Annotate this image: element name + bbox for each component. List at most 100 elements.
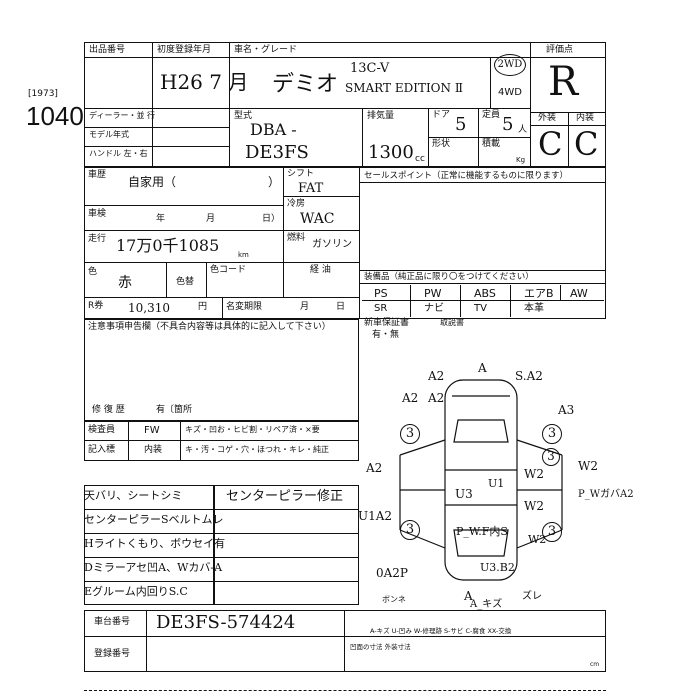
capacity-label: 定員 — [482, 110, 501, 120]
type-top: DBA - — [250, 120, 297, 139]
dealer-label: ディーラー・並 行 — [89, 111, 155, 120]
damage-legend: A-キズ U-凹み W-修理跡 S-サビ C-腐食 XX-交換 — [370, 627, 512, 635]
fuel-value: ガソリン — [312, 239, 352, 250]
color-code-label: 色コード — [210, 265, 247, 275]
dmg-label-4: S.A2 — [515, 369, 543, 383]
dmg-label-1: A2 — [428, 369, 445, 383]
remark-5: Eグルーム内回りS.C — [84, 585, 188, 598]
equip-sr: SR — [374, 303, 388, 314]
color-label: 色 — [88, 267, 98, 277]
repair-value: 有〔箇所 — [156, 405, 193, 415]
doors-value: 5 — [455, 114, 467, 135]
circle-3-mid-right: 3 — [542, 448, 560, 466]
notes-frame — [84, 319, 359, 421]
ac-label: 冷房 — [287, 199, 306, 209]
chassis-label: 車台番号 — [94, 617, 131, 627]
manual-label: 取説書 — [440, 318, 464, 327]
equip-aw: AW — [570, 287, 588, 300]
first-reg-label: 初度登録年月 — [157, 45, 212, 55]
circle-3-front-left: 3 — [400, 424, 420, 444]
recycle-value: 10,310 — [128, 301, 170, 315]
fuel-label: 燃料 — [287, 233, 306, 243]
dmg-label-2: A2 — [402, 391, 419, 405]
new-car-label: 新車保証書 — [364, 318, 410, 328]
dmg-label-13: U3 — [455, 487, 473, 501]
dmg-top-a: A — [478, 361, 487, 375]
dmg-label-12: U1A2 — [358, 509, 393, 523]
model-year-label: モデル年式 — [89, 130, 129, 139]
dmg-label-9: W2 — [578, 459, 598, 473]
fw-codes: キズ・凹お・ヒビ割・リペア済・×要 — [185, 425, 320, 434]
footer-frame — [84, 610, 606, 672]
dmg-label-19: ズレ — [522, 591, 542, 602]
equip-ps: PS — [374, 287, 388, 300]
notes-label: 注意事項申告欄（不具合内容等は具体的に記入して下さい） — [88, 322, 331, 332]
equip-leather: 本革 — [524, 303, 544, 314]
equip-navi: ナビ — [424, 303, 444, 314]
name-change-label: 名変期限 — [226, 302, 263, 312]
ac-value: WAC — [300, 211, 335, 227]
usage-value: 自家用（ — [128, 175, 177, 189]
remark-4: Dミラーアセ凹A、Wカバ-A — [84, 561, 223, 574]
repair-note: センターピラー修正 — [226, 489, 344, 504]
dmg-label-10: W2 — [528, 533, 547, 546]
lot-label: 出品番号 — [89, 45, 126, 55]
model-grade-label: 車名・グレード — [234, 45, 298, 55]
dmg-label-18: A_キズ — [470, 599, 503, 610]
interior-codes: キ・汚・コゲ・穴・ほつれ・キレ・純正 — [185, 445, 329, 454]
color-change-label: 色替 — [176, 277, 195, 287]
equipment-label: 装備品（純正品に限り〇をつけてください） — [364, 272, 534, 282]
dmg-bottom-a: A — [464, 589, 473, 603]
score-value: R — [548, 59, 579, 105]
drive-4wd: 4WD — [498, 87, 522, 98]
dmg-label-7: W2 — [524, 467, 544, 481]
econ-label: 経 油 — [310, 265, 331, 275]
remarks-frame — [84, 485, 214, 605]
lot-number: 1040 — [26, 101, 84, 131]
dmg-label-11: U1 — [488, 477, 505, 490]
new-car-value: 有・無 — [372, 330, 400, 340]
equip-abs: ABS — [474, 287, 496, 300]
model-name: デミオ — [272, 72, 339, 97]
recycle-label: R券 — [88, 301, 104, 311]
mileage-label: 走行 — [88, 234, 107, 244]
interior-label: 内装 — [576, 113, 595, 123]
circle-3-front-right: 3 — [542, 424, 562, 444]
type-label: 型式 — [234, 111, 253, 121]
chassis-value: DE3FS-574424 — [156, 612, 296, 633]
sales-point-label: セールスポイント（正常に機能するものに限ります） — [364, 171, 569, 181]
exterior-grade: C — [538, 125, 563, 163]
repair-label: 修 復 歴 — [92, 405, 125, 415]
footer-note-label: 凹面の寸法 外装寸法 — [350, 643, 411, 651]
usage-close: ） — [268, 175, 281, 189]
circle-3-rear-right: 3 — [542, 522, 562, 542]
km-unit: km — [238, 251, 249, 259]
score-label: 評価点 — [546, 45, 574, 55]
details-frame — [84, 167, 606, 319]
name-change-day: 日 — [336, 302, 346, 312]
person-unit: 人 — [518, 125, 528, 135]
shape-label: 形状 — [432, 139, 451, 149]
dmg-label-5: A3 — [558, 403, 575, 417]
inspection-month: 月 — [206, 214, 216, 224]
dmg-label-8: W2 — [524, 499, 544, 513]
mileage-value: 17万0千1085 — [116, 236, 220, 255]
symbols-label: 記入標 — [88, 445, 116, 455]
inspection-label: 車検 — [88, 209, 107, 219]
inspection-day: 日） — [262, 214, 281, 224]
equip-tv: TV — [474, 303, 487, 314]
yen-unit: 円 — [198, 302, 208, 312]
circle-3-rear-left: 3 — [400, 520, 420, 540]
dmg-label-14: P_WガバA2 — [578, 489, 634, 500]
repair-note-frame — [214, 485, 359, 605]
equip-pw: PW — [424, 287, 442, 300]
usage-label: 車歴 — [88, 170, 107, 180]
grade-bottom: SMART EDITION Ⅱ — [345, 81, 463, 95]
cm-unit: cm — [590, 661, 600, 668]
displacement-label: 排気量 — [367, 111, 395, 121]
cut-line — [84, 690, 606, 691]
drive-2wd-circled: 2WD — [494, 54, 526, 76]
shift-value: FAT — [298, 181, 324, 196]
remark-2: センターピラーSベルトムレ — [84, 513, 224, 526]
interior-grade: C — [574, 125, 599, 163]
